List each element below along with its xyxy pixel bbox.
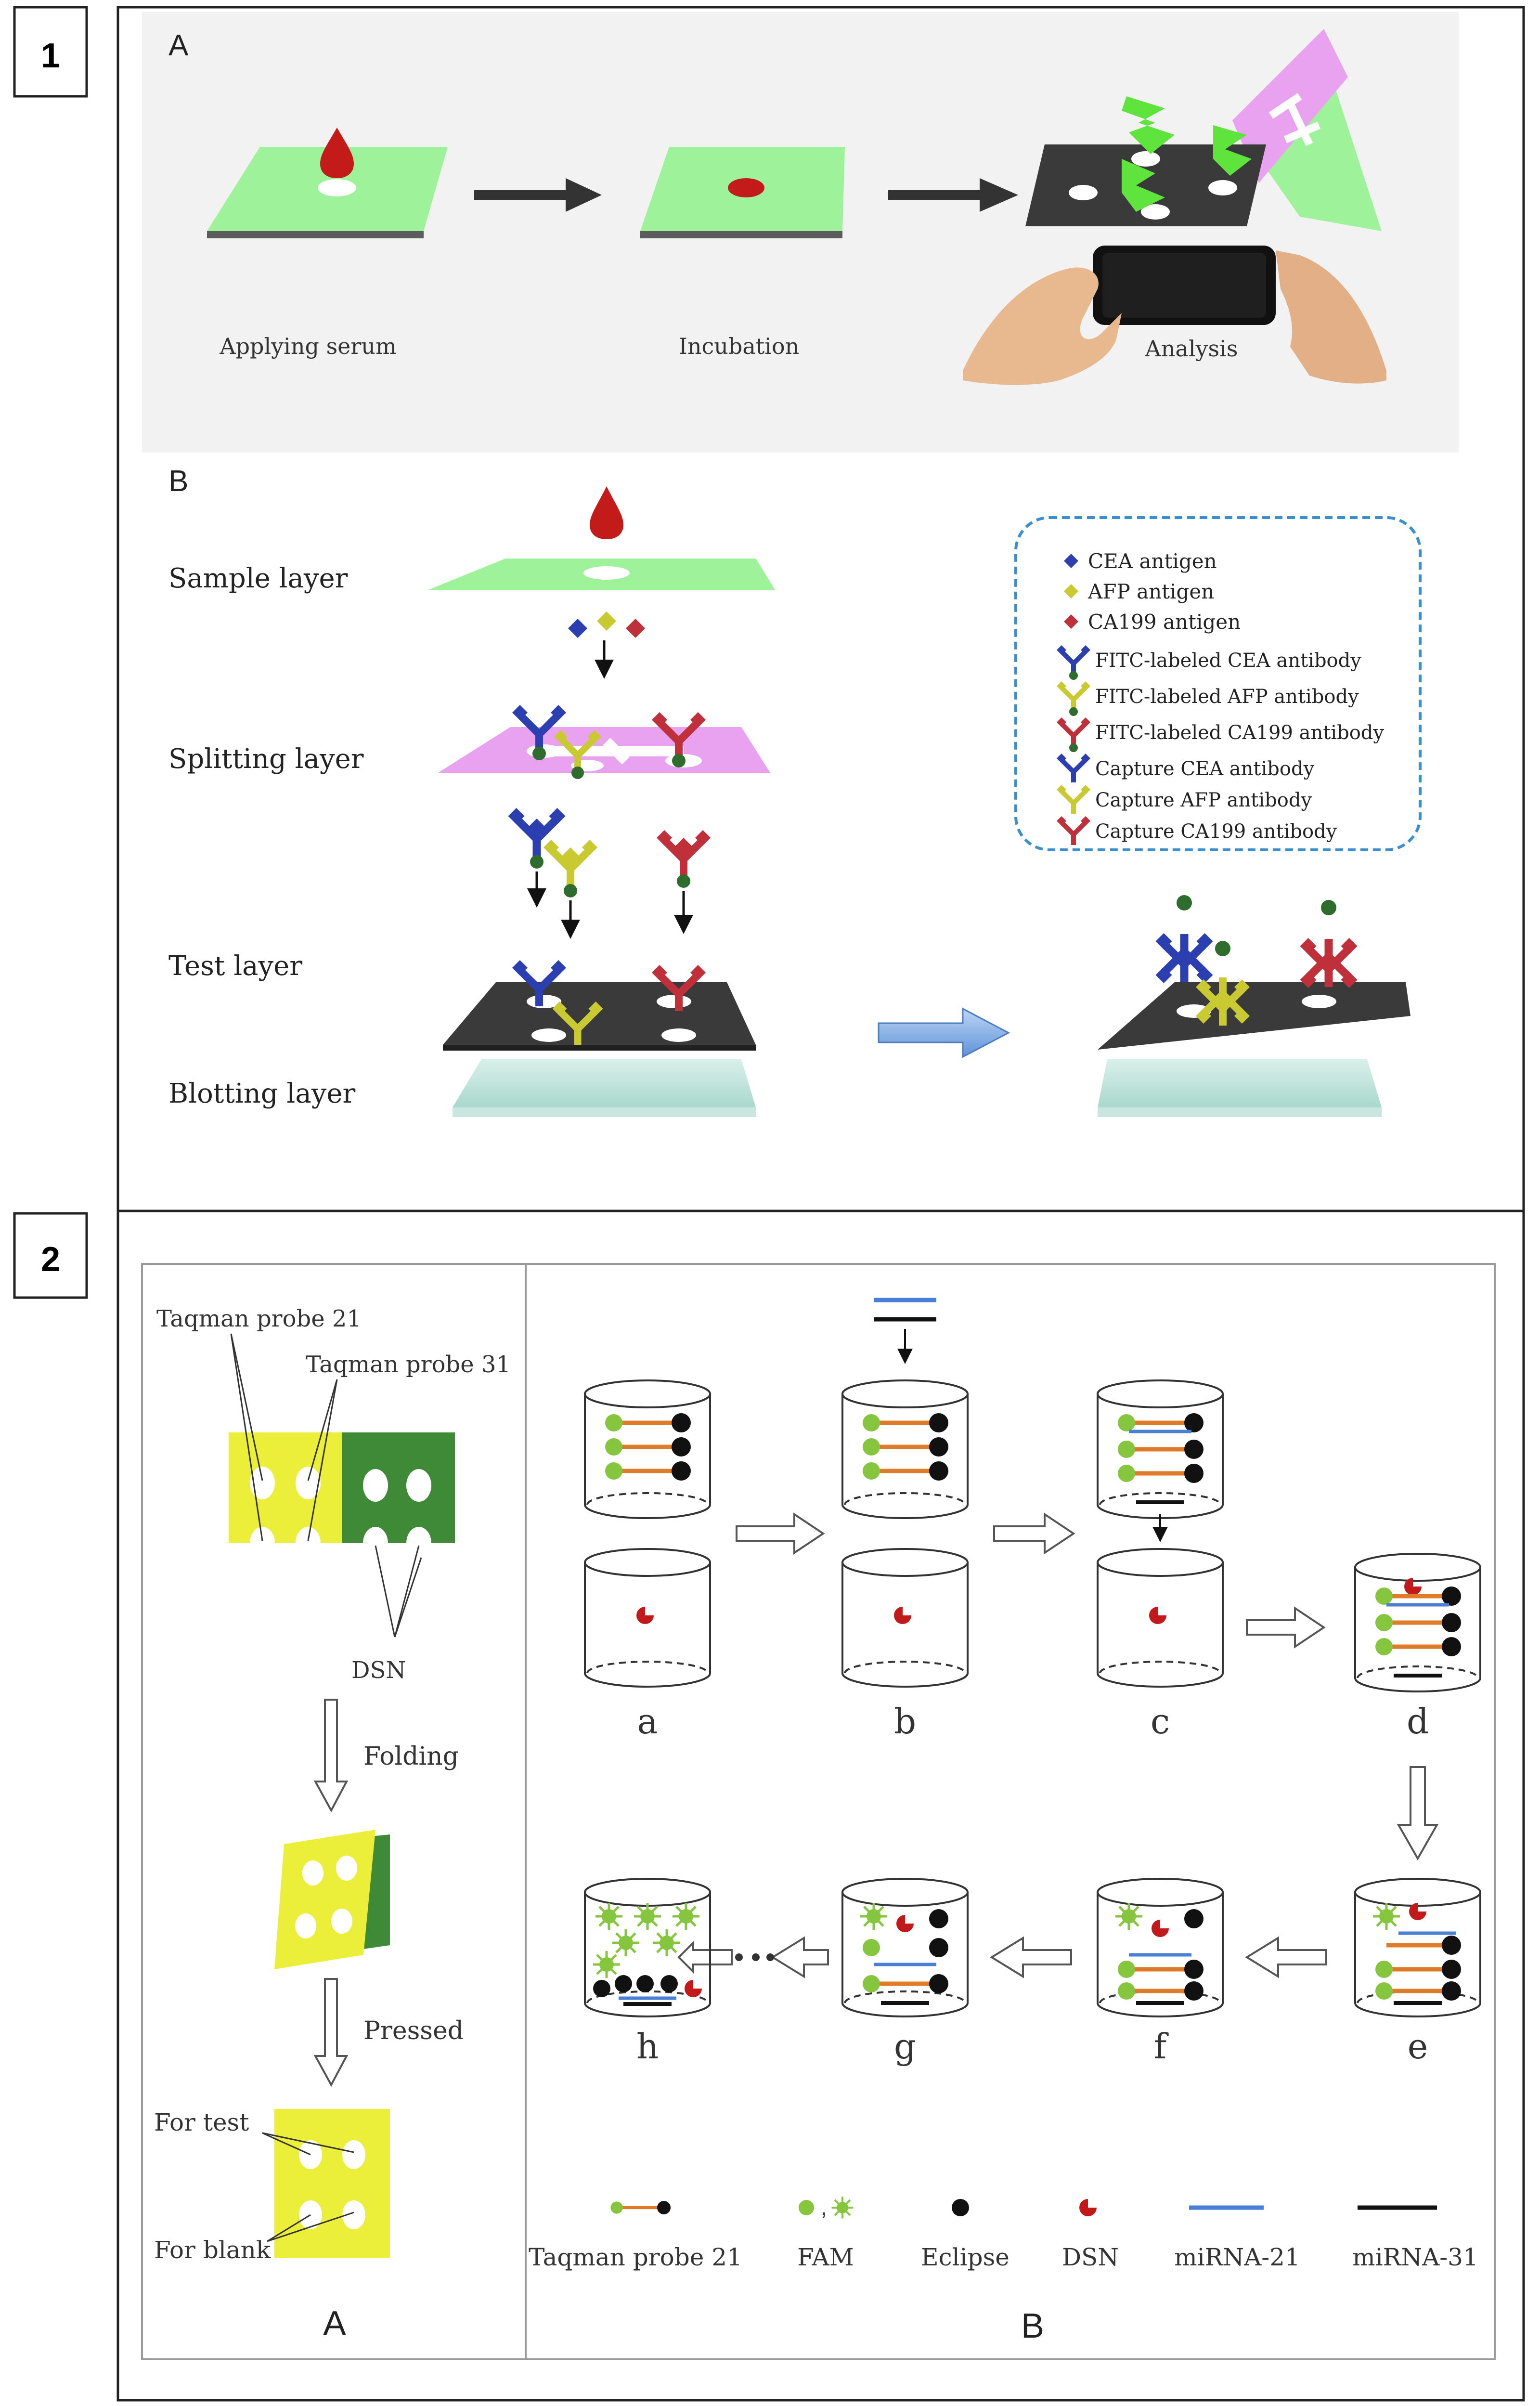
step-b: b (894, 1701, 916, 1742)
label-for-test: For test (154, 2108, 249, 2136)
arrow-e-f (1245, 1936, 1327, 1978)
test-layer (443, 960, 756, 1051)
legend-fam-dot (799, 2200, 814, 2215)
panel2-number: 2 (41, 1240, 60, 1279)
ellipsis-dots (735, 1953, 774, 1961)
legend-probe21: Taqman probe 21 (529, 2243, 742, 2271)
folding-arrow (313, 1699, 349, 1813)
legend-capture-afp: Capture AFP antibody (1095, 789, 1312, 811)
panel1-number-box (13, 6, 88, 98)
arrow-to-h (677, 1940, 733, 1974)
step-e: e (1408, 2026, 1428, 2067)
label-folding: Folding (363, 1742, 459, 1771)
layer-label-splitting: Splitting layer (168, 743, 364, 775)
legend-dsn: DSN (1062, 2243, 1119, 2271)
layer-label-test: Test layer (168, 950, 302, 982)
labeled-complexes-falling (508, 808, 711, 939)
legend-afp-antigen-marker (1064, 584, 1078, 598)
label-pressed: Pressed (363, 2016, 464, 2045)
folded-yellow (274, 1830, 375, 1969)
step-c: c (1151, 1701, 1170, 1742)
panel2-legend: Taqman probe 21 , FAM Eclipse DSN miRNA-… (529, 2195, 1478, 2271)
panel2-partA-letter: A (323, 2304, 346, 2343)
result-arrow (878, 1007, 1010, 1058)
step-g: g (894, 2026, 916, 2067)
step-h: h (636, 2026, 659, 2067)
step-analysis-label: Analysis (1145, 336, 1238, 362)
arrow-d-e (1397, 1766, 1439, 1861)
panel2-partB-letter: B (1021, 2307, 1044, 2345)
paper-green (342, 1432, 455, 1543)
arrow-b-c (993, 1512, 1075, 1555)
tube-h (584, 1878, 711, 2017)
panel1-partA-letter: A (168, 29, 189, 62)
analysis-device (963, 29, 1386, 385)
result-layers (1098, 895, 1411, 1117)
serum-paper (207, 128, 448, 238)
layer-label-blotting: Blotting layer (168, 1078, 355, 1109)
blotting-layer (453, 1059, 756, 1117)
panel2-partB: a b c (529, 1298, 1481, 2345)
pressed-paper (274, 2109, 390, 2258)
panel2-partA: Taqman probe 21 Taqman probe 31 DSN Fold… (154, 1305, 511, 2343)
arrow-1 (474, 178, 602, 212)
arrow-2 (888, 178, 1018, 212)
tube-f (1097, 1878, 1224, 2017)
legend-ca199-antigen: CA199 antigen (1088, 610, 1241, 634)
legend-capture-cea: Capture CEA antibody (1095, 758, 1315, 780)
step-applying-serum-label: Applying serum (219, 333, 396, 359)
label-dsn: DSN (351, 1657, 406, 1684)
splitting-layer (438, 705, 770, 779)
legend-ca199-antigen-marker (1064, 614, 1078, 629)
legend-cea-antigen-marker (1064, 554, 1078, 568)
panel1-legend-box (1014, 516, 1422, 851)
tube-e (1354, 1878, 1481, 2017)
arrow-a-b (736, 1512, 825, 1555)
panel1-partB-letter: B (168, 465, 188, 498)
legend-fitc-cea: FITC-labeled CEA antibody (1095, 650, 1361, 672)
legend-fitc-afp: FITC-labeled AFP antibody (1095, 686, 1359, 708)
layer-label-sample: Sample layer (168, 563, 348, 594)
step-d: d (1407, 1701, 1429, 1742)
paper-yellow (229, 1432, 342, 1543)
arrow-g-h (771, 1936, 829, 1978)
legend-fam-separator: , (821, 2195, 827, 2220)
legend-eclipse-dot (952, 2199, 969, 2216)
legend-fitc-ca199: FITC-labeled CA199 antibody (1095, 722, 1384, 744)
tube-c-upper (1097, 1379, 1224, 1519)
step-incubation-label: Incubation (679, 333, 800, 359)
pressed-arrow (313, 1978, 349, 2087)
legend-fam-star (832, 2197, 854, 2219)
legend-eclipse: Eclipse (921, 2243, 1009, 2271)
legend-mirna21: miRNA-21 (1174, 2243, 1300, 2271)
incubation-paper (640, 147, 845, 238)
legend-mirna31: miRNA-31 (1352, 2243, 1478, 2271)
label-probe21: Taqman probe 21 (156, 1305, 362, 1332)
step-a: a (637, 1701, 658, 1742)
arrow-f-g (990, 1936, 1072, 1978)
antigens-falling (568, 611, 645, 679)
label-probe31: Taqman probe 31 (306, 1351, 511, 1378)
step-f: f (1154, 2026, 1169, 2067)
panel1-number: 1 (41, 37, 60, 75)
legend-capture-ca199: Capture CA199 antibody (1095, 820, 1337, 843)
legend-afp-antigen: AFP antigen (1087, 580, 1214, 603)
label-for-blank: For blank (154, 2236, 271, 2264)
panel2-number-box (13, 1212, 88, 1299)
sample-layer (428, 486, 775, 590)
arrow-c-d (1246, 1606, 1326, 1649)
tube-d (1354, 1553, 1481, 1692)
legend-fam: FAM (797, 2243, 854, 2271)
tube-g (841, 1878, 969, 2017)
legend-cea-antigen: CEA antigen (1088, 549, 1217, 573)
panel1-legend: CEA antigen AFP antigen CA199 antigen FI… (1057, 549, 1384, 845)
